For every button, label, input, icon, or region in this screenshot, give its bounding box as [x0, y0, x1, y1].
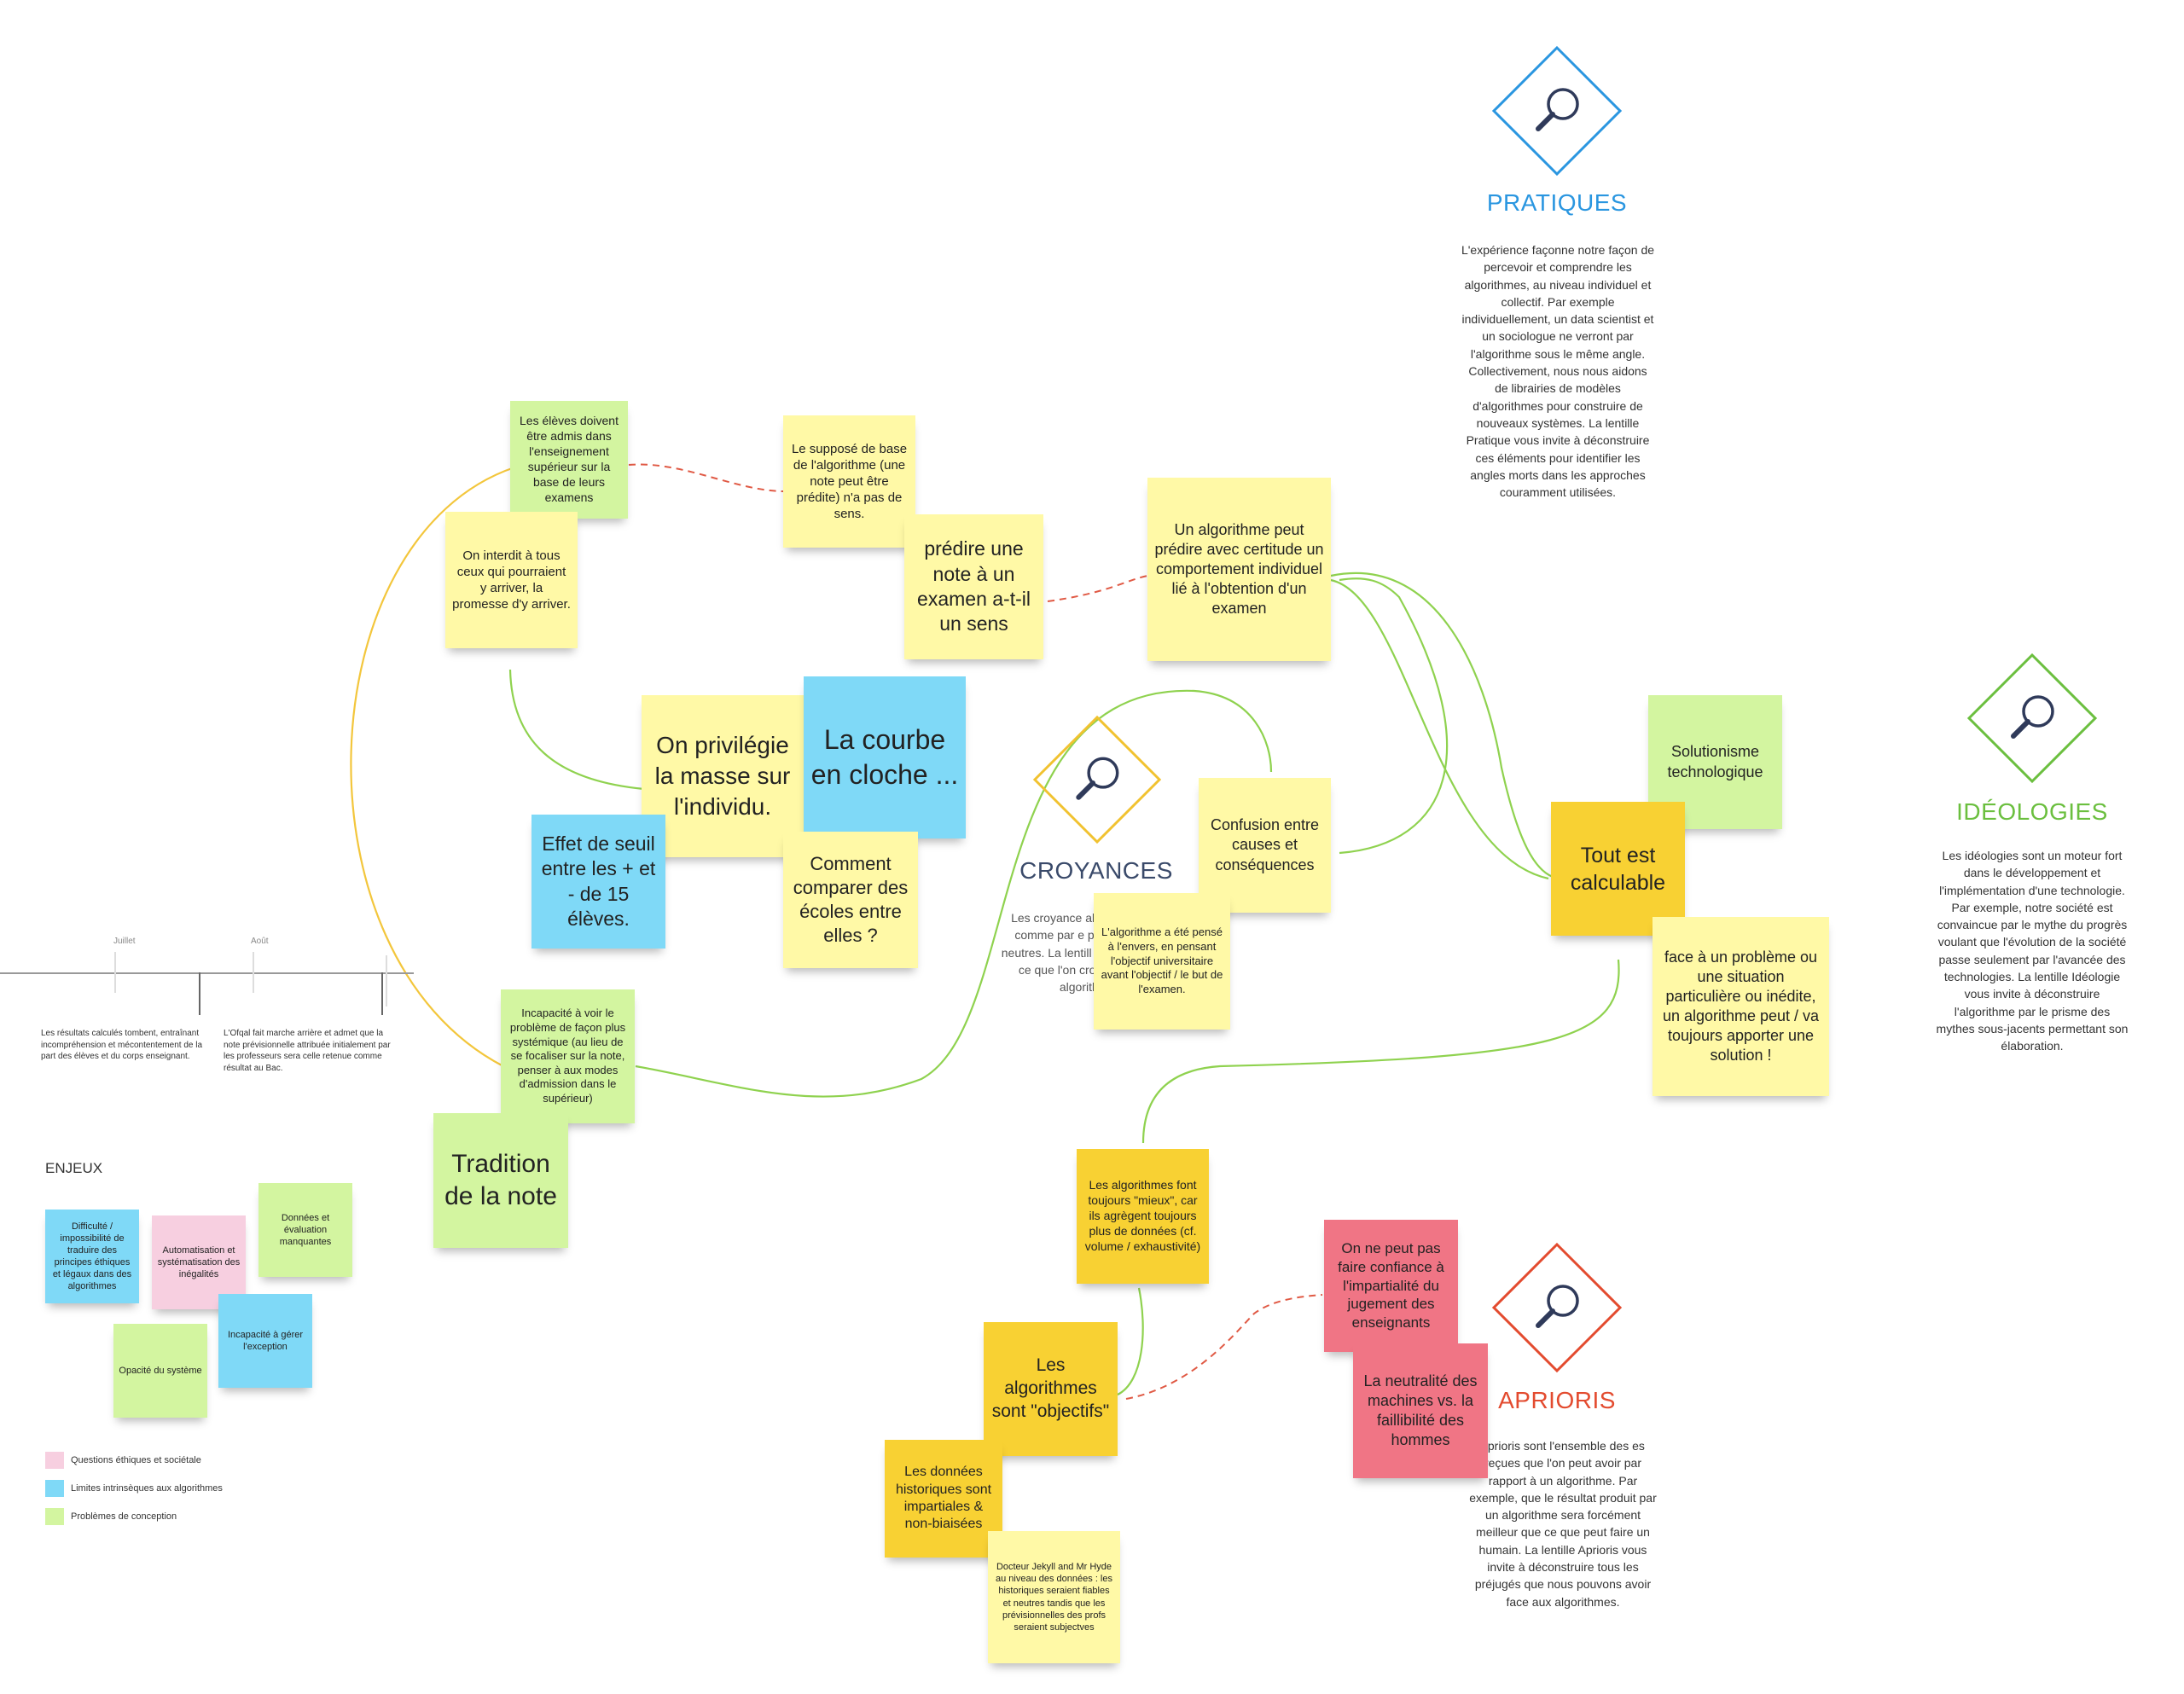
legend-swatch: [45, 1452, 64, 1469]
note-comparer[interactable]: Comment comparer des écoles entre elles …: [783, 832, 918, 968]
lens-title-ideologies: IDÉOLOGIES: [1956, 798, 2108, 825]
timeline-month-juillet: Juillet: [113, 937, 136, 946]
connector-algo-calculable: [1330, 571, 1554, 879]
lens-ideologies: [1964, 650, 2100, 786]
enjeux-note-exception[interactable]: Incapacité à gérer l'exception: [218, 1294, 312, 1388]
legend-swatch: [45, 1508, 64, 1525]
note-confusion[interactable]: Confusion entre causes et conséquences: [1199, 778, 1331, 913]
diamond-magnifier-icon: [1032, 715, 1162, 844]
diamond-magnifier-icon: [1491, 45, 1623, 177]
enjeux-note-difficulte[interactable]: Difficulté / impossibilité de traduire d…: [45, 1210, 139, 1303]
timeline-event-marker-3: [386, 955, 387, 1007]
timeline-event-2: L'Ofqal fait marche arrière et admet que…: [224, 1029, 391, 1073]
note-tradition[interactable]: Tradition de la note: [433, 1113, 568, 1248]
legend-item-limites: Limites intrinsèques aux algorithmes: [45, 1480, 223, 1497]
diamond-magnifier-icon: [1491, 1242, 1623, 1373]
note-predire[interactable]: prédire une note à un examen a-t-il un s…: [904, 514, 1043, 659]
note-calculable[interactable]: Tout est calculable: [1551, 802, 1685, 936]
note-masse[interactable]: On privilégie la masse sur l'individu.: [642, 695, 804, 857]
lens-title-pratiques: PRATIQUES: [1486, 189, 1628, 216]
timeline-event-marker-2: [381, 972, 383, 1015]
enjeux-note-opacite[interactable]: Opacité du système: [113, 1324, 207, 1418]
note-admis[interactable]: Les élèves doivent être admis dans l'ens…: [510, 401, 628, 519]
timeline-event-marker-1: [199, 972, 200, 1015]
legend-swatch: [45, 1480, 64, 1497]
note-incapacite[interactable]: Incapacité à voir le problème de façon p…: [501, 989, 635, 1123]
note-interdit[interactable]: On interdit à tous ceux qui pourraient y…: [445, 512, 578, 648]
note-envers[interactable]: L'algorithme a été pensé à l'envers, en …: [1094, 893, 1230, 1030]
lens-croyances: [1030, 712, 1165, 847]
timeline-event-1: Les résultats calculés tombent, entraîna…: [41, 1029, 203, 1061]
lens-desc-aprioris: aprioris sont l'ensemble des es reçues q…: [1469, 1439, 1657, 1609]
enjeux-note-donnees[interactable]: Données et évaluation manquantes: [258, 1183, 352, 1277]
note-courbe[interactable]: La courbe en cloche ...: [804, 676, 966, 838]
note-mieux[interactable]: Les algorithmes font toujours "mieux", c…: [1077, 1149, 1209, 1284]
timeline: Juillet Août: [0, 930, 418, 1083]
lens-desc-pratiques: L'expérience façonne notre façon de perc…: [1461, 243, 1655, 500]
connector-algo-calculable-2: [1330, 578, 1549, 880]
note-seuil[interactable]: Effet de seuil entre les + et - de 15 él…: [531, 815, 665, 949]
connector-dashed-admis-suppose: [628, 463, 784, 492]
connector-dashed-predire-algo: [1047, 575, 1148, 602]
timeline-tick-aout: [253, 952, 254, 993]
note-confiance[interactable]: On ne peut pas faire confiance à l'impar…: [1324, 1220, 1458, 1352]
legend-label: Questions éthiques et sociétale: [71, 1455, 201, 1465]
note-neutralite[interactable]: La neutralité des machines vs. la failli…: [1353, 1343, 1488, 1478]
note-algo-predire[interactable]: Un algorithme peut prédire avec certitud…: [1147, 478, 1331, 661]
note-solutionisme[interactable]: Solutionisme technologique: [1648, 695, 1782, 829]
enjeux-title: ENJEUX: [45, 1160, 103, 1176]
legend-item-conception: Problèmes de conception: [45, 1508, 177, 1525]
connector-interdit-masse: [508, 669, 645, 791]
legend-label: Problèmes de conception: [71, 1511, 177, 1522]
note-jekyll[interactable]: Docteur Jekyll and Mr Hyde au niveau des…: [988, 1531, 1120, 1663]
diamond-magnifier-icon: [1966, 653, 2098, 784]
timeline-axis: [0, 972, 414, 974]
lens-desc-ideologies: Les idéologies sont un moteur fort dans …: [1936, 849, 2129, 1053]
timeline-month-aout: Août: [251, 937, 269, 946]
connector-confusion-algo: [1339, 577, 1449, 855]
legend-label: Limites intrinsèques aux algorithmes: [71, 1483, 223, 1494]
note-suppose[interactable]: Le supposé de base de l'algorithme (une …: [783, 415, 915, 548]
note-objectifs[interactable]: Les algorithmes sont "objectifs": [984, 1322, 1118, 1456]
lens-title-croyances: CROYANCES: [1019, 857, 1173, 884]
lens-aprioris: [1489, 1239, 1625, 1376]
connector-dashed-objectifs-confiance: [1125, 1294, 1323, 1400]
lens-pratiques: [1489, 43, 1625, 179]
connector-mieux-objectifs: [1117, 1287, 1144, 1395]
timeline-tick-juillet: [114, 952, 116, 993]
note-face[interactable]: face à un problème ou une situation part…: [1653, 917, 1829, 1096]
lens-title-aprioris: APRIORIS: [1498, 1387, 1616, 1413]
note-historiques[interactable]: Les données historiques sont impartiales…: [885, 1440, 1002, 1558]
legend-item-ethique: Questions éthiques et sociétale: [45, 1452, 201, 1469]
enjeux-note-automatisation[interactable]: Automatisation et systématisation des in…: [152, 1215, 246, 1309]
